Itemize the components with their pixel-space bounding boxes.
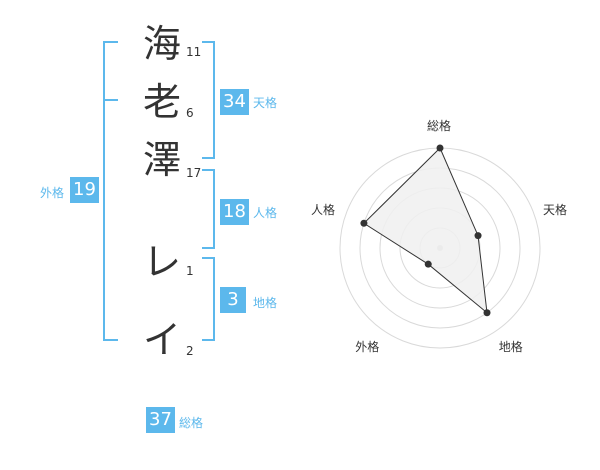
radar-series-polygon [363, 147, 488, 314]
radar-point-5 [360, 219, 368, 227]
name-char-1: 海 [142, 22, 181, 66]
radar-axis-label-4: 外格 [355, 339, 380, 354]
stroke-count-5: 2 [186, 344, 194, 358]
stroke-count-3: 17 [186, 166, 202, 180]
gaikaku-label: 外格 [40, 186, 65, 200]
tenkaku-value-badge: 34 [220, 89, 249, 115]
chikaku-value-badge: 3 [220, 287, 246, 313]
radar-point-2 [474, 232, 482, 240]
tenkaku-label: 天格 [253, 96, 278, 110]
chikaku-label: 地格 [253, 296, 278, 310]
radar-axis-label-3: 地格 [498, 339, 523, 354]
jinkaku-value-badge: 18 [220, 199, 249, 225]
gaikaku-bracket [103, 41, 118, 341]
radar-point-1 [436, 144, 444, 152]
name-char-5: イ [142, 318, 181, 362]
jinkaku-bracket [202, 169, 215, 249]
name-char-3: 澤 [142, 138, 181, 182]
radar-axis-label-2: 天格 [543, 203, 568, 218]
radar-point-4 [424, 260, 432, 268]
jinkaku-label: 人格 [253, 206, 278, 220]
soukaku-label: 総格 [179, 416, 204, 430]
name-char-2: 老 [142, 80, 181, 124]
stroke-count-1: 11 [186, 45, 202, 59]
radar-axis-label-5: 人格 [310, 203, 335, 218]
name-char-4: レ [142, 240, 181, 284]
soukaku-value-badge: 37 [146, 407, 175, 433]
chikaku-bracket [202, 257, 215, 341]
stroke-count-2: 6 [186, 106, 194, 120]
radar-axis-label-1: 総格 [427, 119, 452, 133]
tenkaku-bracket [202, 41, 215, 159]
brackets [103, 41, 215, 341]
radar-chart [339, 144, 541, 349]
radar-point-3 [483, 309, 491, 317]
stroke-count-4: 1 [186, 264, 194, 278]
gaikaku-value-badge: 19 [70, 177, 99, 203]
